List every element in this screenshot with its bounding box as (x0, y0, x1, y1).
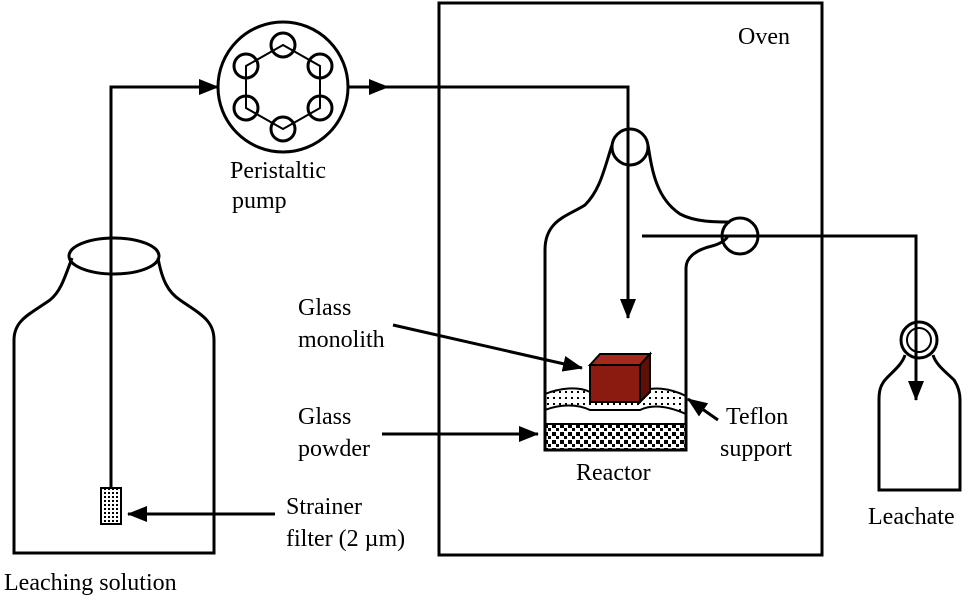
oven-box (437, 1, 824, 557)
pump-to-reactor-tube (388, 85, 636, 319)
strainer-label-line2: filter (2 µm) (286, 526, 405, 552)
leachate-label: Leachate (868, 504, 955, 530)
reactor-label: Reactor (576, 460, 651, 486)
powder-label-line1: Glass (298, 404, 351, 430)
monolith-label-line2: monolith (298, 327, 385, 353)
reactor-to-leachate-tube (642, 234, 924, 401)
leaching-solution-bottle (12, 257, 216, 555)
monolith-pointer-arrow (392, 323, 583, 372)
strainer-filter (100, 487, 122, 525)
glass-powder (544, 423, 687, 451)
leachate-bottle (877, 354, 962, 492)
monolith-label-line1: Glass (298, 295, 351, 321)
teflon-label-line2: support (720, 436, 792, 462)
teflon-label-line1: Teflon (726, 404, 788, 430)
pump-label-line2: pump (232, 188, 287, 214)
glass-monolith (587, 351, 653, 405)
reactor-vessel (543, 144, 730, 452)
reactor-inlet-port (610, 127, 650, 167)
inlet-tube (109, 79, 219, 488)
powder-label-line2: powder (298, 436, 370, 462)
leachate-bottle-mouth (899, 320, 939, 360)
pump-label-line1: Peristaltic (230, 158, 326, 184)
peristaltic-pump-icon (216, 20, 350, 154)
leaching-solution-label: Leaching solution (4, 570, 177, 596)
reactor-neck (646, 144, 731, 224)
oven-label: Oven (738, 24, 790, 50)
teflon-pointer-arrow (687, 397, 719, 422)
strainer-label-line1: Strainer (286, 494, 362, 520)
leaching-bottle-mouth (67, 236, 161, 276)
